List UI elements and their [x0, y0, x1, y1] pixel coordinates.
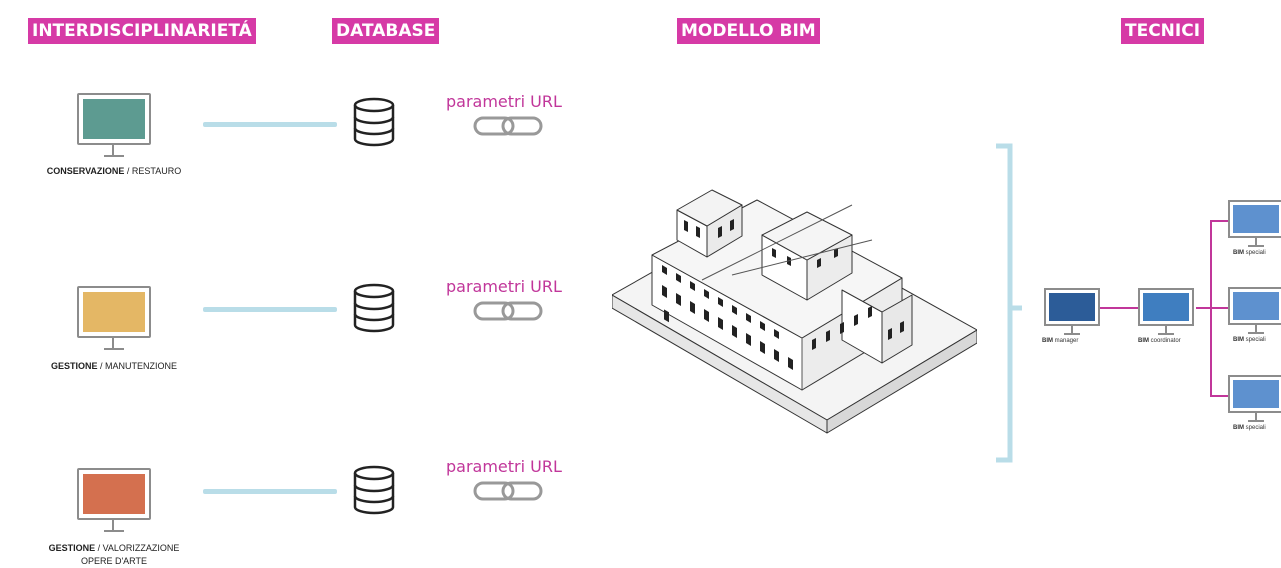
- bim-specialist-label: BIM speciali: [1233, 337, 1266, 343]
- connector-line: [203, 307, 337, 312]
- header-modello-bim: MODELLO BIM: [677, 18, 820, 44]
- param-url-label: parametri URL: [446, 277, 562, 296]
- param-url-label: parametri URL: [446, 457, 562, 476]
- connector-line: [203, 122, 337, 127]
- connection-line: [1210, 395, 1228, 397]
- monitor-screen: [1049, 293, 1095, 321]
- monitor-screen: [1233, 205, 1279, 233]
- database-icon: [353, 283, 395, 333]
- chain-link-icon: [473, 301, 543, 321]
- database-icon: [353, 97, 395, 147]
- chain-link-icon: [473, 481, 543, 501]
- header-tecnici: TECNICI: [1121, 18, 1205, 44]
- monitor-screen: [1233, 292, 1279, 320]
- monitor-screen: [1143, 293, 1189, 321]
- param-url-label: parametri URL: [446, 92, 562, 111]
- bim-specialist-label: BIM speciali: [1233, 250, 1266, 256]
- bim-building-model: [612, 189, 977, 434]
- bim-manager-label: BIM manager: [1042, 338, 1079, 344]
- connector-line: [203, 489, 337, 494]
- monitor-screen: [1233, 380, 1279, 408]
- header-database: DATABASE: [332, 18, 440, 44]
- monitor-screen-conservazione: [83, 99, 145, 139]
- connection-line: [1210, 220, 1228, 222]
- bim-specialist-label: BIM speciali: [1233, 425, 1266, 431]
- category-label-valorizzazione: GESTIONE / VALORIZZAZIONE OPERE D'ARTE: [48, 543, 180, 566]
- category-label-manutenzione: GESTIONE / MANUTENZIONE: [50, 361, 178, 371]
- monitor-screen-valorizzazione: [83, 474, 145, 514]
- monitor-screen-manutenzione: [83, 292, 145, 332]
- category-label-conservazione: CONSERVAZIONE / RESTAURO: [46, 166, 182, 176]
- connection-line: [1100, 307, 1138, 309]
- connection-line: [1196, 307, 1210, 309]
- header-interdisciplinarieta: INTERDISCIPLINARIETÁ: [28, 18, 256, 44]
- chain-link-icon: [473, 116, 543, 136]
- bracket-connector: [996, 143, 1022, 463]
- database-icon: [353, 465, 395, 515]
- bim-coordinator-label: BIM coordinator: [1138, 338, 1181, 344]
- connection-line: [1210, 307, 1228, 309]
